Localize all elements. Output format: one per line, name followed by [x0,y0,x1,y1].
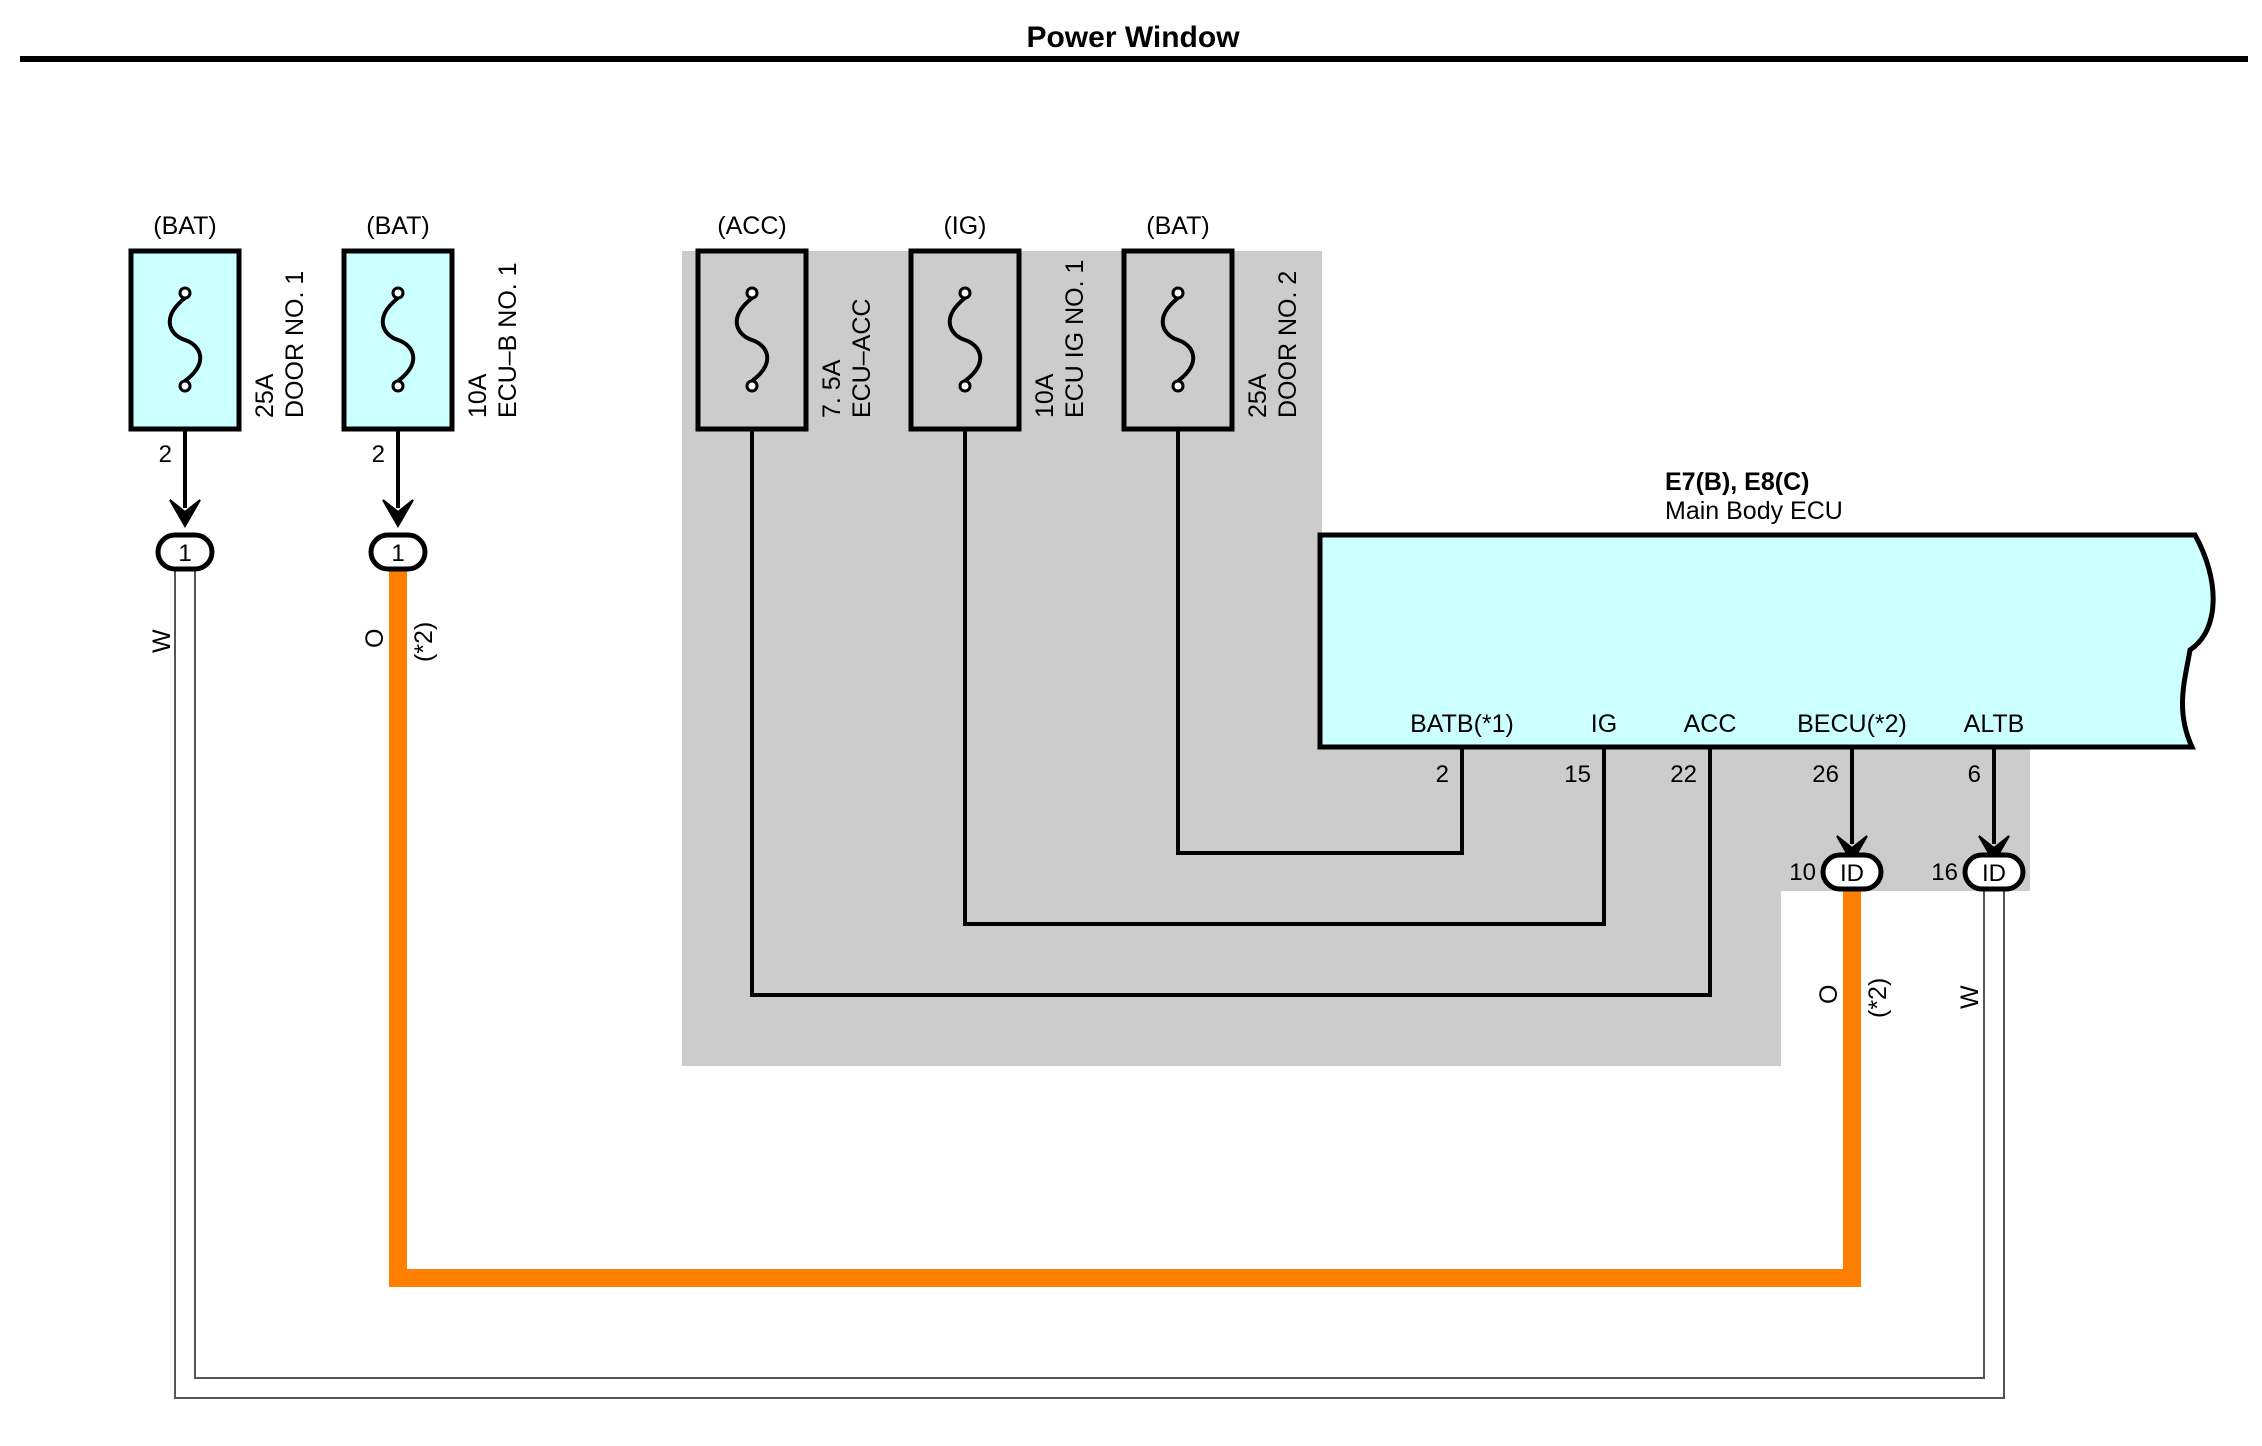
terminal-name: IG [1591,710,1617,738]
terminal-name: ALTB [1964,710,2025,738]
fuse-element-icon [947,296,983,383]
fuse-ecu-acc: (ACC) 7. 5A ECU–ACC [695,212,876,432]
ecu-name-label: Main Body ECU [1665,497,1843,525]
ecu-terminal-altb: ALTB 6 [1964,710,2025,788]
junction-label: ID [1982,860,2006,887]
wire-color-label: W [148,629,176,653]
terminal-pin: 26 [1812,761,1839,788]
wire-note-label: (*2) [410,622,438,662]
ecu-terminal-batb: BATB(*1) 2 [1410,710,1514,788]
junction-1-right: 1 [368,532,428,572]
fuse-supply-label: (IG) [943,212,986,240]
junction-label: 1 [178,540,191,567]
fuse-name-label: DOOR NO. 1 [281,271,309,418]
fuse-element-icon [167,296,203,383]
wire-orange [389,568,1861,1287]
wire-color-label: W [1956,985,1984,1009]
ecu-terminal-becu: BECU(*2) 26 [1797,710,1907,788]
fuse-door-no2: (BAT) 25A DOOR NO. 2 [1121,212,1302,432]
fuse-supply-label: (BAT) [1146,212,1209,240]
junction-id-10: ID 10 [1789,852,1884,892]
ecu-body [1317,532,2216,750]
arrow-head-icon [169,499,201,529]
junction-pin-label: 16 [1931,859,1958,886]
ecu-terminal-acc: ACC 22 [1670,710,1736,788]
terminal-pin: 2 [1436,761,1449,788]
fuse-name-label: ECU–ACC [848,299,876,418]
fuse-element-icon [380,296,416,383]
terminal-name: BECU(*2) [1797,710,1907,738]
ecu-connector-label: E7(B), E8(C) [1665,468,1809,496]
fuse-element-icon [734,296,770,383]
terminal-name: BATB(*1) [1410,710,1514,738]
terminal-pin: 6 [1968,761,1981,788]
fuse-rating-label: 25A [1244,373,1272,418]
wire-white [176,568,2003,1397]
fuse-name-label: DOOR NO. 2 [1274,271,1302,418]
wire-acc-to-acc-terminal [750,429,1712,997]
terminal-name: ACC [1684,710,1737,738]
fuse-pin-label: 2 [372,441,385,468]
fuse-ecu-ig-no1: (IG) 10A ECU IG NO. 1 [908,212,1089,432]
junction-id-16: ID 16 [1931,852,2026,892]
terminal-pin: 15 [1564,761,1591,788]
fuse-supply-label: (ACC) [717,212,786,240]
junction-pin-label: 10 [1789,859,1816,886]
fuse-door-no1: (BAT) 25A DOOR NO. 1 2 [128,212,309,468]
junction-label: 1 [391,540,404,567]
arrow-head-icon [382,499,414,529]
fuse-name-label: ECU IG NO. 1 [1061,260,1089,418]
fuse-rating-label: 7. 5A [818,359,846,418]
wire-color-label: O [1815,985,1843,1004]
wire-note-label: (*2) [1864,978,1892,1018]
junction-1-left: 1 [155,532,215,572]
fuse-rating-label: 10A [464,373,492,418]
junction-label: ID [1840,860,1864,887]
shaded-region [682,251,2030,1066]
ecu-terminal-ig: IG 15 [1564,710,1617,788]
diagram-title: Power Window [1026,21,1240,54]
fuse-rating-label: 10A [1031,373,1059,418]
fuse-name-label: ECU–B NO. 1 [494,262,522,418]
wire-door-no2-to-batb [1176,429,1464,855]
wire-ig-to-ig-terminal [963,429,1606,926]
fuse-element-icon [1160,296,1196,383]
fuse-ecu-b-no1: (BAT) 10A ECU–B NO. 1 2 [341,212,522,468]
wire-color-label: O [361,629,389,648]
fuse-supply-label: (BAT) [153,212,216,240]
fuse-supply-label: (BAT) [366,212,429,240]
terminal-pin: 22 [1670,761,1697,788]
fuse-rating-label: 25A [251,373,279,418]
fuse-pin-label: 2 [159,441,172,468]
